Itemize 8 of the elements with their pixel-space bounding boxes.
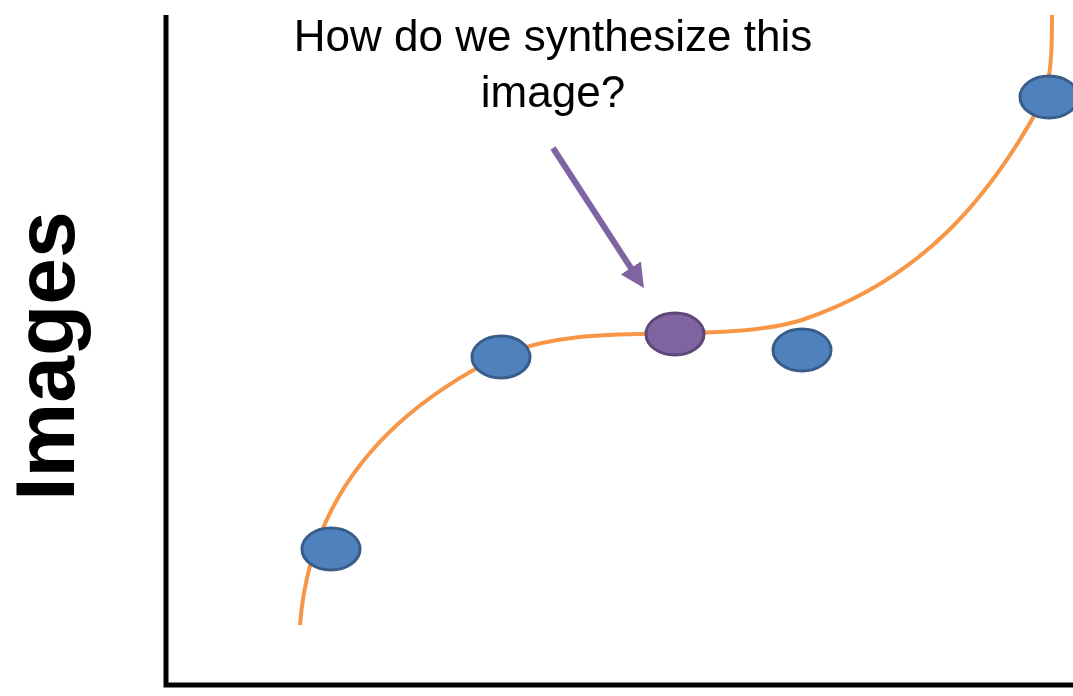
arrow [550, 146, 644, 289]
point-marker [300, 526, 362, 572]
point-marker [470, 334, 532, 380]
point-marker [771, 327, 833, 373]
question-text: How do we synthesize this image? [292, 10, 814, 118]
axis-label: Images [0, 211, 93, 501]
point-marker [1018, 74, 1073, 120]
point-marker [644, 311, 706, 357]
